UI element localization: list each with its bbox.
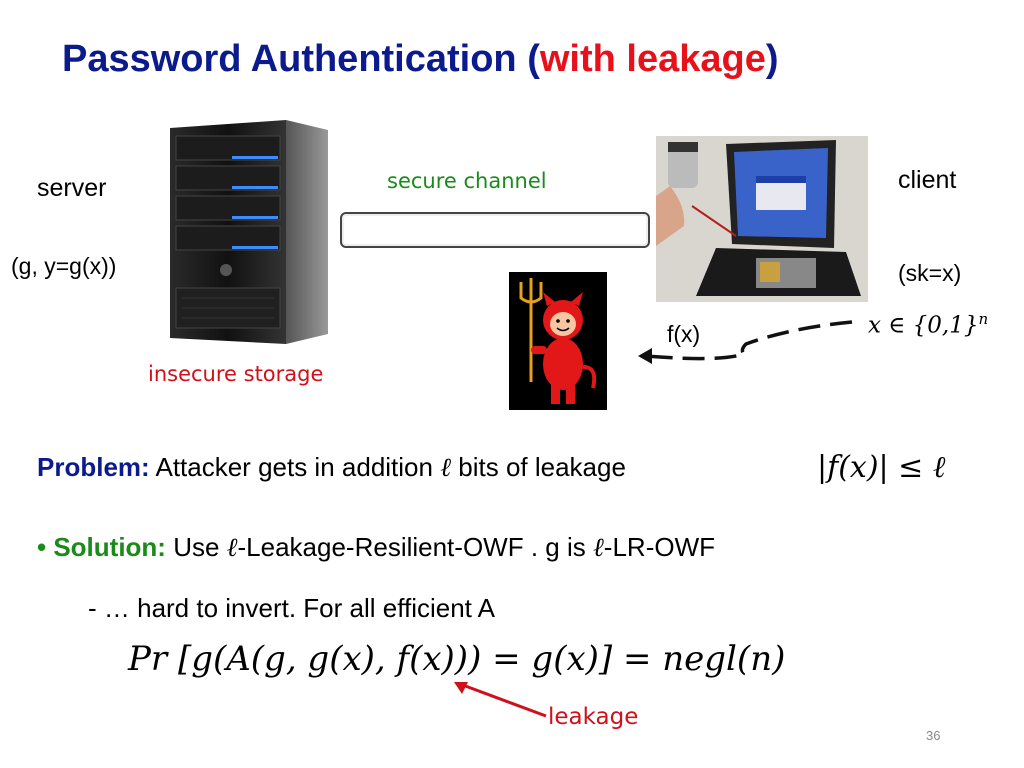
devil-attacker-image <box>509 272 607 410</box>
ell-symbol: ℓ <box>226 533 238 563</box>
problem-text-end: bits of leakage <box>451 452 626 482</box>
secure-channel-label: secure channel <box>387 169 547 193</box>
title-highlight: with leakage <box>539 38 766 80</box>
solution-label: Solution: <box>53 532 166 562</box>
leakage-label: leakage <box>548 704 639 730</box>
solution-text-start: Use <box>165 532 227 562</box>
title-main: Password Authentication ( <box>62 38 540 80</box>
secure-channel-pipe <box>340 212 650 248</box>
client-label: client <box>898 166 957 194</box>
problem-line: Problem: Attacker gets in addition ℓ bit… <box>37 452 626 483</box>
bullet: • <box>37 532 54 562</box>
leak-arrow <box>638 320 853 364</box>
problem-text-start: Attacker gets in addition <box>149 452 441 482</box>
slide-number: 36 <box>926 728 941 743</box>
solution-text-middle: -Leakage-Resilient-OWF . g is <box>237 532 593 562</box>
server-tower-image <box>170 120 328 344</box>
solution-text-end: -LR-OWF <box>603 532 715 562</box>
problem-label: Problem: <box>37 452 150 482</box>
hard-to-invert-line: - … hard to invert. For all efficient A <box>88 593 496 623</box>
slide-title: Password Authentication (with leakage) <box>62 38 779 81</box>
solution-line: • Solution: Use ℓ-Leakage-Resilient-OWF … <box>37 532 715 563</box>
server-label: server <box>37 174 107 202</box>
leakage-bound-formula: |f(x)| ≤ ℓ <box>817 450 946 485</box>
client-key: (sk=x) <box>898 260 962 286</box>
secret-domain-exponent: n <box>978 310 989 328</box>
leak-function-label: f(x) <box>667 321 701 347</box>
server-keys: (g, y=g(x)) <box>11 253 117 279</box>
lr-owf-formula: Pr [g(A(g, g(x), f(x))) = g(x)] = negl(n… <box>128 639 786 679</box>
secret-domain: x ∈ {0,1}n <box>868 310 988 339</box>
insecure-storage-label: insecure storage <box>148 362 324 386</box>
secret-domain-main: x ∈ {0,1} <box>868 312 979 339</box>
ell-symbol: ℓ <box>592 533 604 563</box>
leakage-pointer-arrow <box>454 682 547 718</box>
ell-symbol: ℓ <box>440 453 452 483</box>
title-close: ) <box>765 38 779 80</box>
laptop-client-image <box>656 136 868 302</box>
